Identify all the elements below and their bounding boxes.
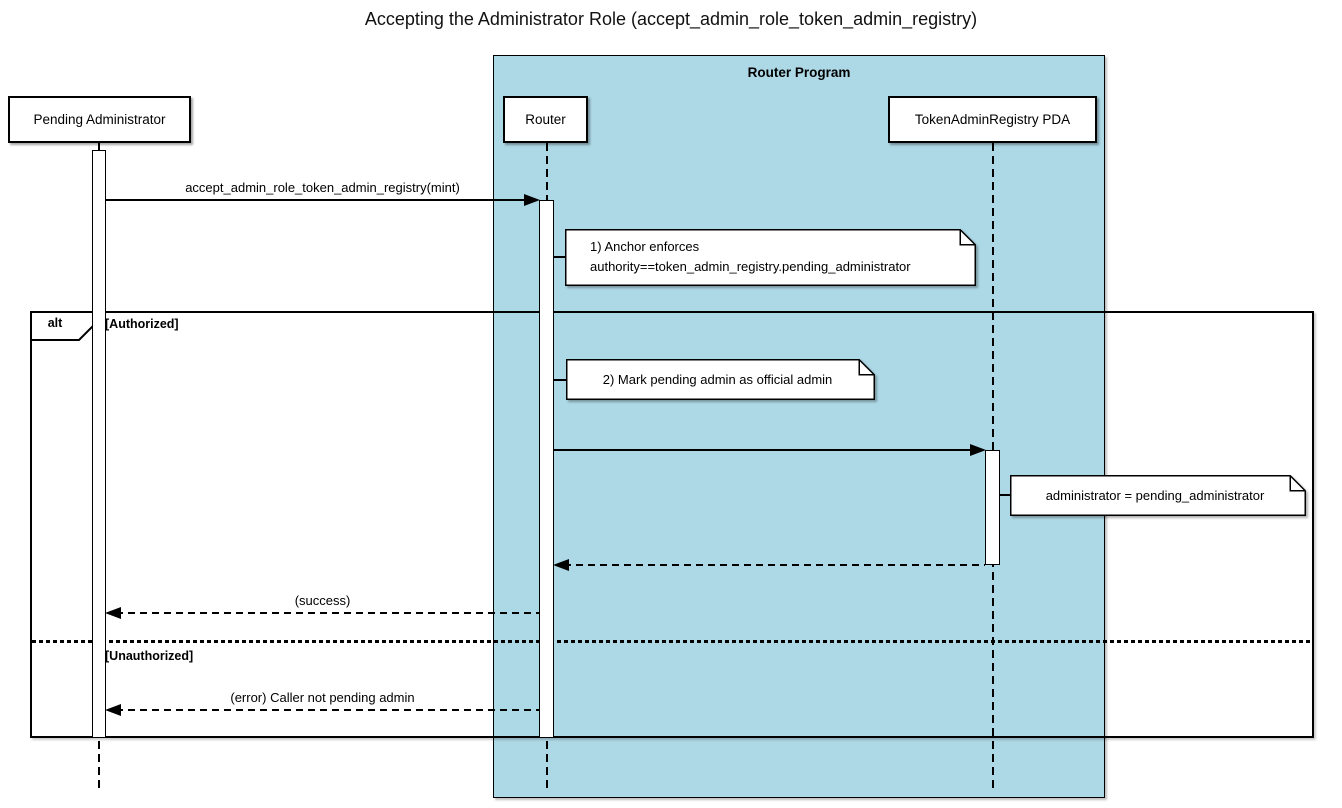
note-mark-official-admin: 2) Mark pending admin as official admin (566, 359, 875, 400)
router-program-label: Router Program (747, 65, 851, 80)
arrowhead-left-icon (105, 703, 121, 716)
note-anchor-enforces-line1: 1) Anchor enforces (590, 239, 700, 254)
alt-operator-label: alt (47, 316, 63, 330)
message-error-label: (error) Caller not pending admin (230, 690, 415, 705)
message-line (116, 612, 539, 614)
participant-pending-administrator: Pending Administrator (8, 96, 191, 143)
alt-frame: alt [Authorized] [Unauthorized] (30, 311, 1314, 738)
alt-guard-unauthorized: [Unauthorized] (105, 649, 194, 663)
alt-tab-shape (30, 311, 94, 341)
note-administrator-assignment-text: administrator = pending_administrator (1045, 487, 1265, 503)
note-mark-official-admin-text: 2) Mark pending admin as official admin (602, 371, 833, 387)
activation-token-admin-registry-pda (985, 450, 1000, 565)
note-shape-icon (566, 359, 875, 400)
arrowhead-left-icon (105, 606, 121, 619)
note-connector (999, 494, 1011, 496)
note-shape-icon (1010, 475, 1306, 516)
participant-router: Router (503, 96, 588, 143)
arrowhead-right-icon (524, 193, 540, 206)
message-line (106, 199, 529, 201)
note-connector (553, 256, 566, 258)
note-administrator-assignment: administrator = pending_administrator (1010, 475, 1306, 516)
arrowhead-left-icon (553, 558, 569, 571)
arrowhead-right-icon (970, 443, 986, 456)
router-program-container: Router Program (493, 55, 1105, 798)
note-anchor-enforces-line2: authority==token_admin_registry.pending_… (590, 258, 911, 274)
alt-section-divider (32, 640, 1312, 643)
note-shape-icon (565, 229, 976, 286)
message-line (554, 449, 975, 451)
message-accept-admin-role-label: accept_admin_role_token_admin_registry(m… (185, 180, 460, 195)
message-line (116, 709, 539, 711)
activation-router (539, 200, 554, 738)
participant-pending-administrator-label: Pending Administrator (33, 112, 166, 127)
message-line (564, 564, 985, 566)
activation-pending-administrator (92, 150, 106, 738)
participant-token-admin-registry-pda: TokenAdminRegistry PDA (888, 96, 1097, 143)
participant-router-label: Router (525, 112, 566, 127)
note-connector (553, 379, 567, 381)
message-success-label: (success) (294, 593, 351, 608)
diagram-title: Accepting the Administrator Role (accept… (364, 9, 978, 29)
alt-guard-authorized: [Authorized] (105, 317, 179, 331)
participant-token-admin-registry-pda-label: TokenAdminRegistry PDA (914, 112, 1071, 127)
note-anchor-enforces: 1) Anchor enforces authority==token_admi… (565, 229, 976, 286)
